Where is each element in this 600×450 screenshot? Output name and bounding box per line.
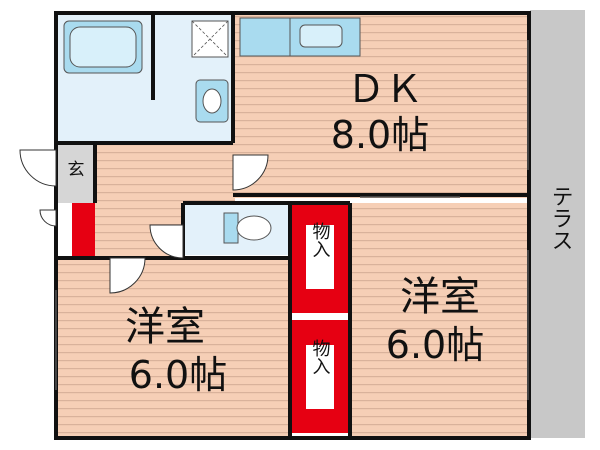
entrance-floor <box>58 143 95 203</box>
door-swings <box>19 149 269 294</box>
walls <box>54 11 531 440</box>
terrace-area <box>530 10 585 438</box>
western-right-name: 洋室 <box>400 274 480 320</box>
western-right-floor <box>350 203 527 436</box>
entrance-shoe-closet <box>72 203 95 258</box>
bathtub-icon <box>63 20 143 74</box>
entrance-label: 玄 <box>68 160 85 180</box>
toilet-icon <box>223 212 272 244</box>
washing-machine-pan-icon <box>191 20 229 58</box>
western-left-size: 6.0帖 <box>129 353 227 397</box>
western-right-size: 6.0帖 <box>386 323 484 367</box>
western-left-name: 洋室 <box>125 304 205 350</box>
dk-room-size: 8.0帖 <box>331 113 429 157</box>
storage-lower-label: 物入 <box>310 339 331 375</box>
terrace-label: テラス <box>548 185 573 251</box>
windows <box>55 40 529 400</box>
western-left-floor <box>58 258 290 436</box>
dk-room-name: ＤＫ <box>347 67 423 111</box>
storage-upper-label: 物入 <box>310 222 331 258</box>
storage-lower-label-box <box>306 345 334 409</box>
kitchen-counter-icon <box>239 17 361 57</box>
hallway-floor <box>95 143 235 203</box>
sink-icon <box>195 79 229 123</box>
storage-upper-label-box <box>306 225 334 289</box>
